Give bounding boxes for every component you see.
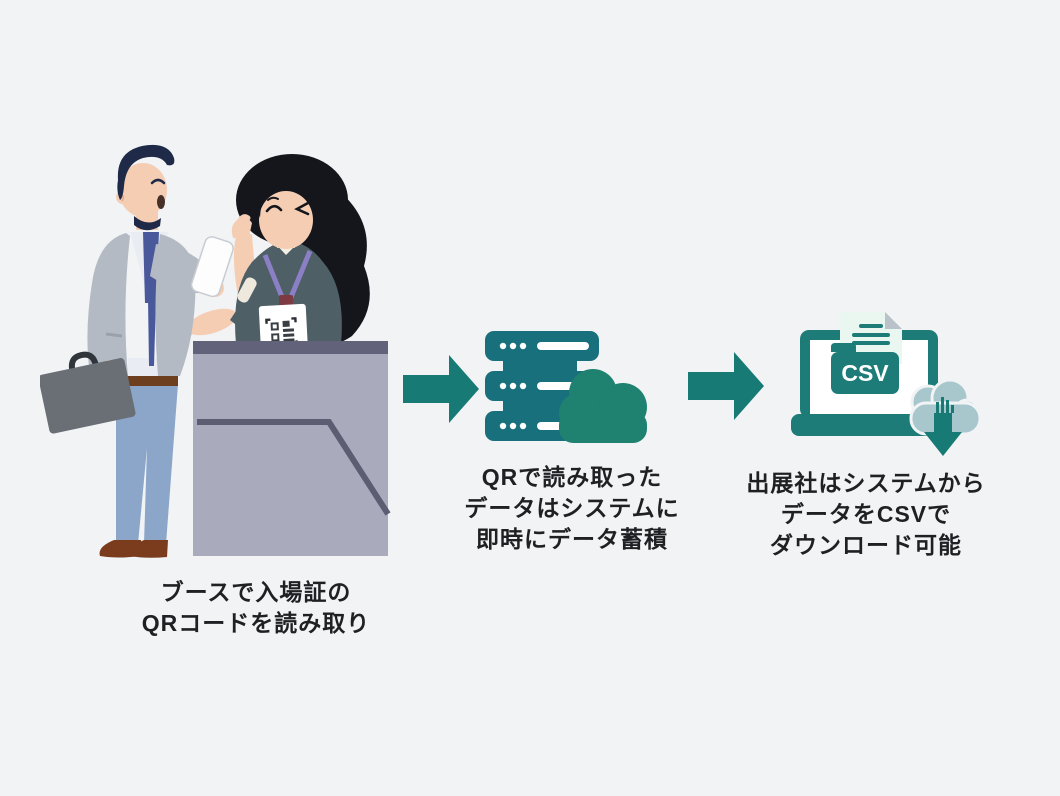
caption-line: データはシステムに (464, 495, 680, 521)
caption-line: 出展社はシステムから (746, 470, 986, 496)
briefcase-icon (40, 351, 136, 434)
caption-line: ブースで入場証の (160, 579, 352, 605)
cloud-icon (559, 369, 647, 443)
reception-desk (193, 341, 391, 556)
lanyard (262, 254, 287, 303)
caption-line: 即時にデータ蓄積 (476, 526, 668, 552)
caption-line: QRで読み取った (481, 464, 663, 490)
step1-caption: ブースで入場証の QRコードを読み取り (96, 577, 416, 639)
server-stack-icon (485, 331, 647, 443)
visitor-figure (87, 144, 224, 558)
reception-scan-illustration (40, 144, 391, 558)
step3-caption: 出展社はシステムから データをCSVで ダウンロード可能 (716, 468, 1016, 561)
smartphone-icon (190, 236, 234, 298)
receptionist-figure (186, 154, 370, 358)
csv-label: CSV (841, 360, 889, 386)
flow-arrow-icon (403, 355, 479, 423)
laptop-csv-download-icon: CSV (791, 312, 982, 456)
flow-arrow-icon (688, 352, 764, 420)
caption-line: ダウンロード可能 (770, 532, 962, 558)
csv-file-icon: CSV (831, 312, 902, 394)
caption-line: QRコードを読み取り (141, 610, 371, 636)
download-arrow-icon (924, 397, 962, 456)
caption-line: データをCSVで (780, 501, 952, 527)
step2-caption: QRで読み取った データはシステムに 即時にデータ蓄積 (422, 462, 722, 555)
